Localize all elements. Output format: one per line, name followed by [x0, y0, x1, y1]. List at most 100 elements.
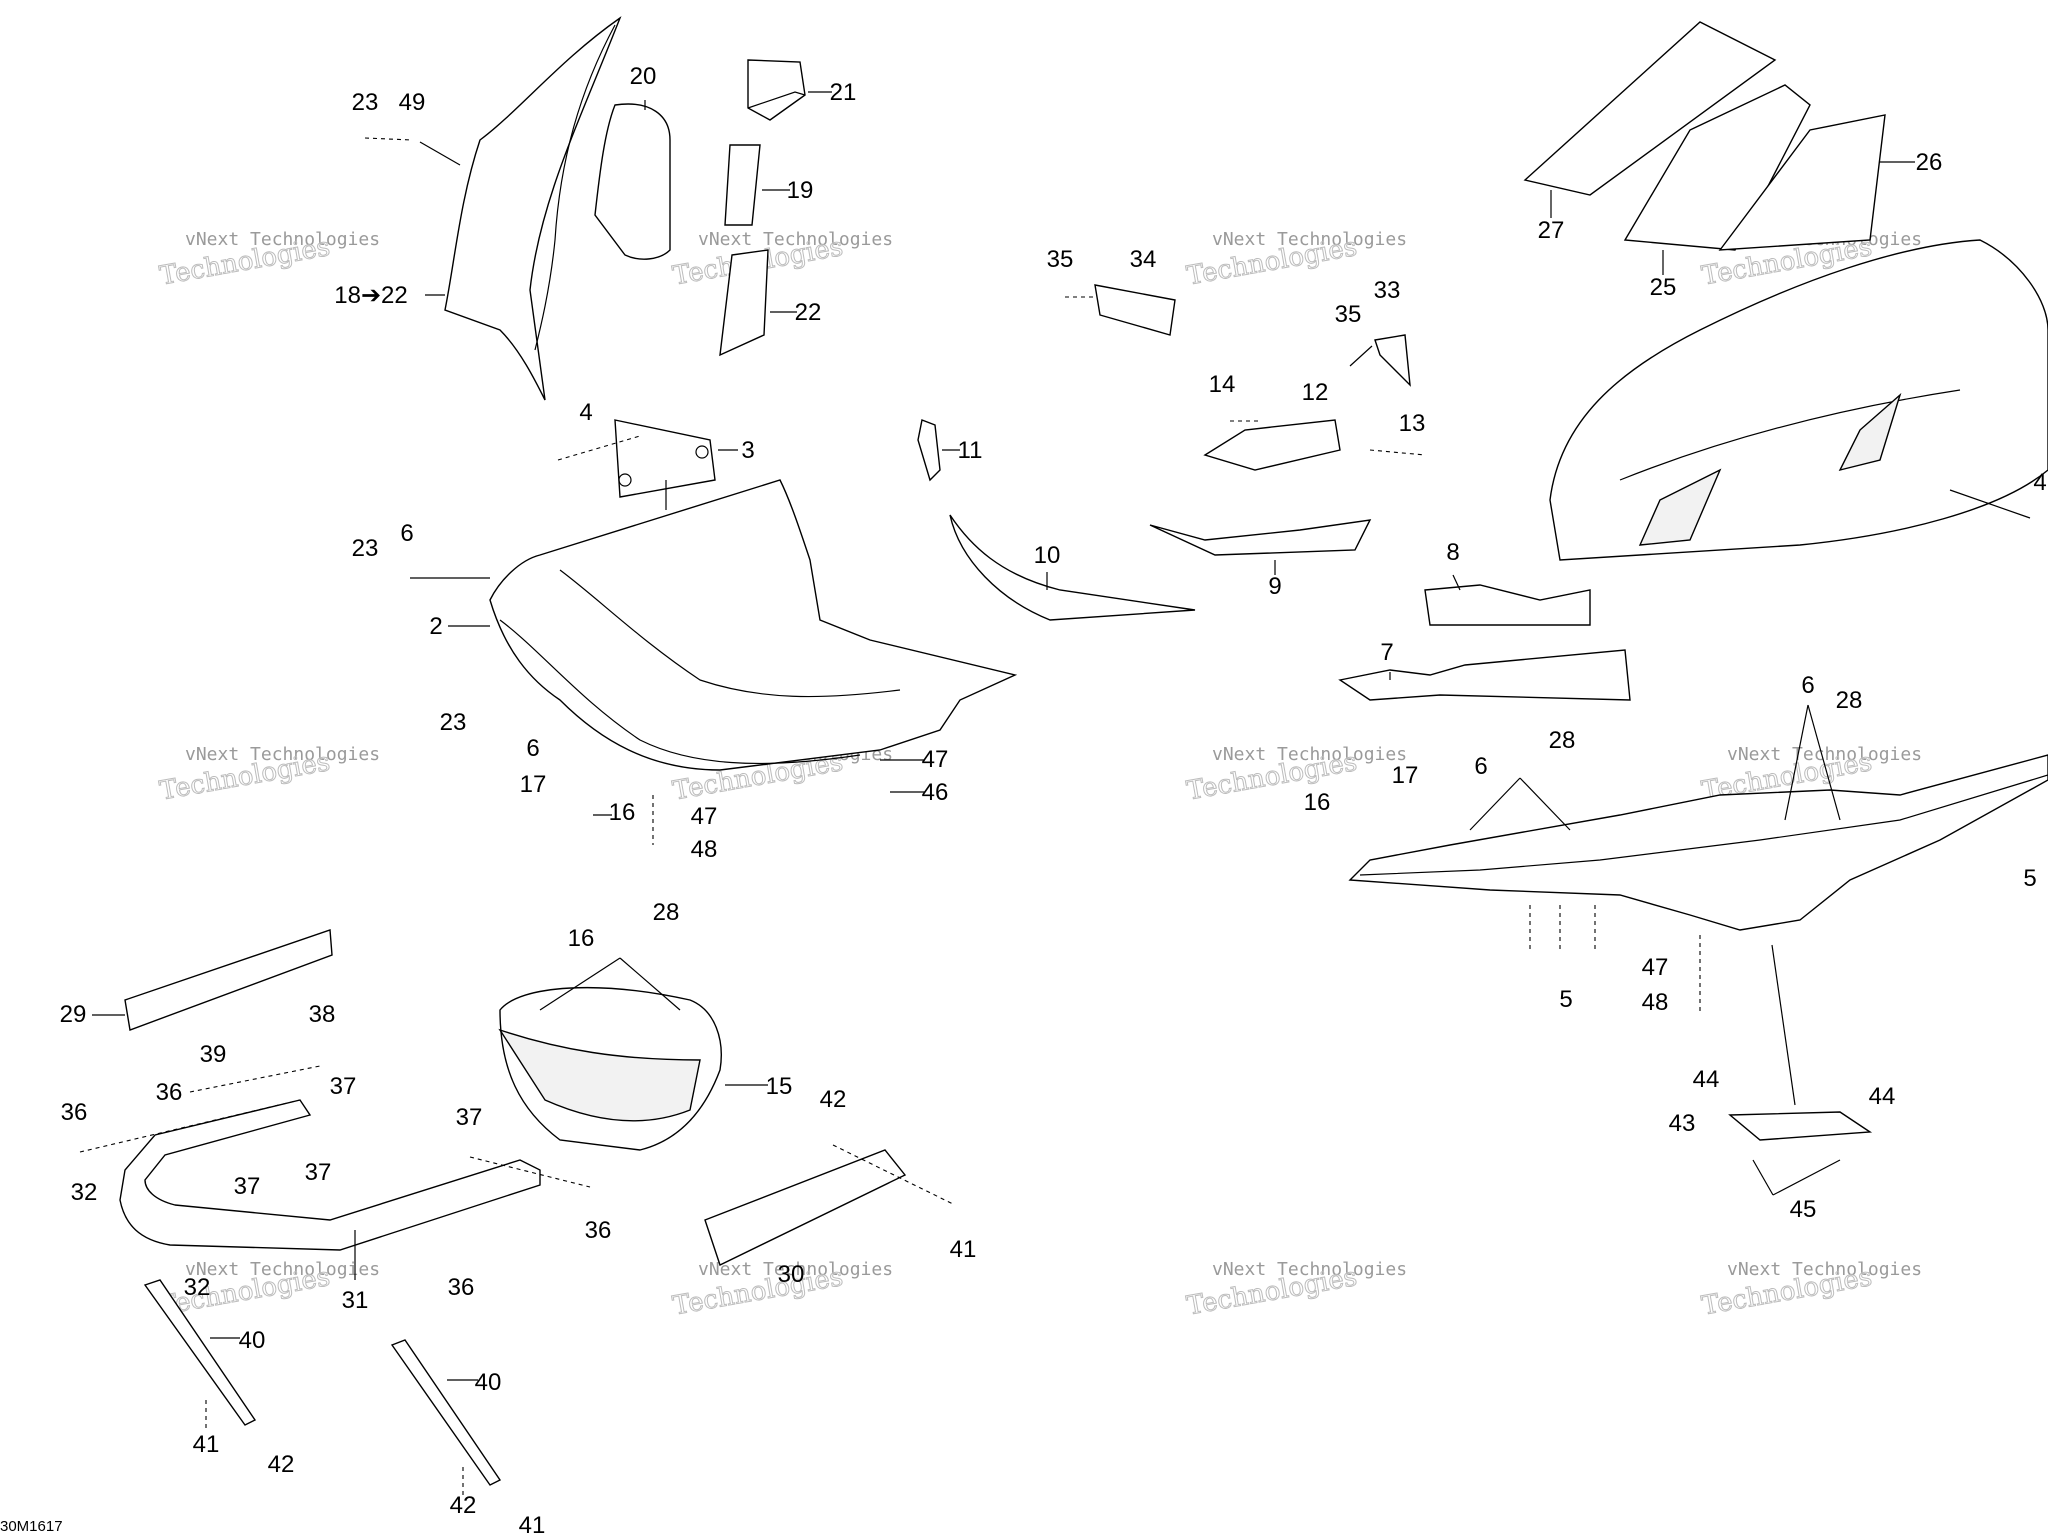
callout-23: 23 [352, 535, 379, 562]
part-bracket-33 [1374, 334, 1411, 387]
callout-30: 30 [778, 1261, 805, 1288]
part-strut-40 [143, 1279, 257, 1426]
callout-32: 32 [71, 1179, 98, 1206]
callout-3: 3 [741, 437, 754, 464]
drawing-code: 30M1617 [0, 1518, 63, 1535]
watermark: vNext Technologies Technologies [157, 744, 380, 807]
part-clip-11 [917, 419, 941, 482]
callout-5: 5 [2023, 865, 2036, 892]
part-front-pan-2-rim [559, 569, 901, 698]
callout-36: 36 [585, 1217, 612, 1244]
watermark-text: vNext Technologies [1212, 229, 1407, 250]
callout-44: 44 [1869, 1083, 1896, 1110]
leader-lines [79, 91, 2031, 1495]
callout-36: 36 [156, 1079, 183, 1106]
callout-17: 17 [520, 771, 547, 798]
callout-23: 23 [352, 89, 379, 116]
callout-6: 6 [526, 735, 539, 762]
watermark: vNext Technologies Technologies [1184, 744, 1407, 807]
callout-10: 10 [1034, 542, 1061, 569]
callout-28: 28 [1836, 687, 1863, 714]
watermark-text: vNext Technologies [185, 229, 380, 250]
part-side-fairing-vent [1838, 392, 1902, 472]
callout-43: 43 [1669, 1110, 1696, 1137]
callout-32: 32 [184, 1274, 211, 1301]
callout-34: 34 [1130, 246, 1157, 273]
callout-16: 16 [568, 925, 595, 952]
callout-22: 22 [795, 299, 822, 326]
callout-48: 48 [691, 836, 718, 863]
callout-6: 6 [1801, 672, 1814, 699]
callout-2: 2 [429, 613, 442, 640]
callout-16: 16 [1304, 789, 1331, 816]
callout-42: 42 [268, 1451, 295, 1478]
callout-16: 16 [609, 799, 636, 826]
part-side-fairing-line [1619, 389, 1961, 481]
part-side-rail [1348, 754, 2048, 931]
watermark-text: vNext Technologies [1727, 1259, 1922, 1280]
callout-36: 36 [448, 1274, 475, 1301]
callout-40: 40 [475, 1369, 502, 1396]
callout-29: 29 [60, 1001, 87, 1028]
callout-41: 41 [519, 1512, 546, 1536]
callout-42: 42 [820, 1086, 847, 1113]
callout-33: 33 [1374, 277, 1401, 304]
callout-41: 41 [950, 1236, 977, 1263]
part-plate-3-hole [695, 445, 709, 459]
part-bracket-34 [1094, 284, 1176, 336]
part-bumper-31 [119, 1099, 541, 1251]
part-plate-3-hole [618, 473, 632, 487]
callout-14: 14 [1209, 371, 1236, 398]
part-block-21-top [747, 91, 806, 109]
callout-48: 48 [1642, 989, 1669, 1016]
callout-28: 28 [1549, 727, 1576, 754]
callout-18-22: 18➔22 [334, 282, 408, 309]
callout-7: 7 [1380, 639, 1393, 666]
callout-20: 20 [630, 63, 657, 90]
watermark-text: vNext Technologies [1727, 744, 1922, 765]
part-pad-27 [1523, 21, 1777, 196]
callout-6: 6 [400, 520, 413, 547]
callout-5: 5 [1559, 986, 1572, 1013]
part-block-21 [747, 59, 806, 121]
callout-9: 9 [1268, 573, 1281, 600]
part-side-fairing-vent [1638, 468, 1722, 546]
callout-8: 8 [1446, 539, 1459, 566]
part-plate-3 [614, 419, 716, 498]
part-plate-43 [1728, 1111, 1873, 1141]
part-bracket-12 [1203, 419, 1341, 471]
callout-4: 4 [2033, 469, 2046, 496]
callout-25: 25 [1650, 274, 1677, 301]
part-grille-15-mesh [498, 1028, 701, 1122]
callout-45: 45 [1790, 1196, 1817, 1223]
part-side-fairing [1549, 239, 2048, 561]
callout-41: 41 [193, 1431, 220, 1458]
callout-47: 47 [691, 803, 718, 830]
part-drawings [119, 16, 2048, 1486]
callout-17: 17 [1392, 762, 1419, 789]
callout-39: 39 [200, 1041, 227, 1068]
part-strut-40 [390, 1339, 502, 1486]
callout-19: 19 [787, 177, 814, 204]
callout-38: 38 [309, 1001, 336, 1028]
part-side-panel-inner [534, 24, 616, 351]
callout-49: 49 [399, 89, 426, 116]
watermark-text: vNext Technologies [1212, 744, 1407, 765]
callout-36: 36 [61, 1099, 88, 1126]
callout-37: 37 [305, 1159, 332, 1186]
callout-31: 31 [342, 1287, 369, 1314]
callout-40: 40 [239, 1327, 266, 1354]
watermark-text: vNext Technologies [698, 229, 893, 250]
callout-35: 35 [1335, 301, 1362, 328]
part-side-rail-line [1359, 774, 2048, 876]
callout-44: 44 [1693, 1066, 1720, 1093]
part-side-panel [444, 16, 622, 401]
callout-27: 27 [1538, 217, 1565, 244]
callout-13: 13 [1399, 410, 1426, 437]
callout-47: 47 [922, 746, 949, 773]
callout-28: 28 [653, 899, 680, 926]
part-bracket-29 [124, 929, 333, 1031]
watermark: vNext Technologies Technologies [1184, 1259, 1407, 1322]
callout-26: 26 [1916, 149, 1943, 176]
